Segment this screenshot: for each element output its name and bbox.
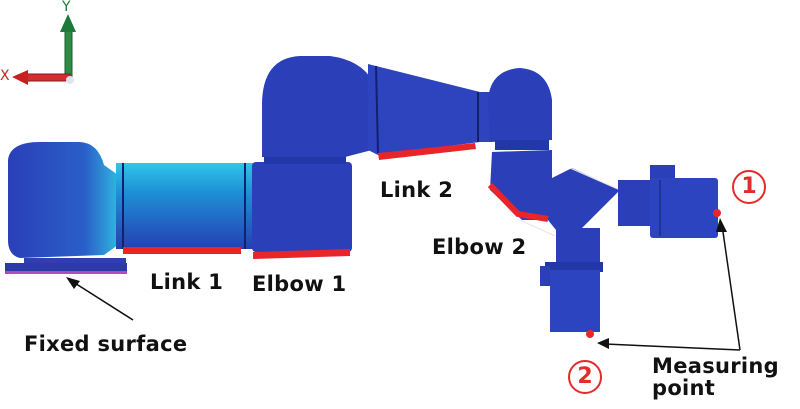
fixed-surface-label: Fixed surface xyxy=(24,332,188,356)
link1-body xyxy=(116,163,254,249)
elbow2-label: Elbow 2 xyxy=(432,235,527,259)
marker-2: 2 xyxy=(568,360,602,394)
measuring-point-label: Measuring point xyxy=(652,355,779,399)
link1-label: Link 1 xyxy=(150,270,224,294)
y-axis-arrow xyxy=(64,27,73,81)
coordinate-axes xyxy=(12,14,76,85)
elbow2-highlight xyxy=(487,182,549,222)
elbow1-body xyxy=(252,162,352,252)
x-axis-arrow xyxy=(23,73,71,82)
base-joint xyxy=(8,142,118,258)
measuring-point-1 xyxy=(713,209,721,217)
link2-body xyxy=(368,64,492,155)
link1-highlight xyxy=(123,247,241,254)
marker-1: 1 xyxy=(732,170,766,204)
x-axis-arrowhead xyxy=(12,70,28,85)
measuring-label-line2: point xyxy=(652,376,716,400)
x-axis-label: X xyxy=(0,68,10,84)
elbow1-highlight xyxy=(253,249,350,259)
elbow2-body xyxy=(490,150,620,235)
y-axis-label: Y xyxy=(62,0,71,15)
y-axis-arrowhead xyxy=(60,14,76,32)
shoulder-dome xyxy=(262,56,372,157)
annotation-arrows xyxy=(69,224,741,351)
end-effector-2 xyxy=(550,270,600,332)
measuring-label-line1: Measuring xyxy=(652,354,779,378)
base-plate xyxy=(5,258,127,274)
end-effector-1 xyxy=(650,178,718,238)
wrist-dome xyxy=(488,68,552,142)
link2-highlight xyxy=(378,143,476,160)
elbow1-label: Elbow 1 xyxy=(252,272,347,296)
z-axis-origin xyxy=(66,76,74,84)
measuring-point-2 xyxy=(586,330,594,338)
link2-label: Link 2 xyxy=(380,178,454,202)
